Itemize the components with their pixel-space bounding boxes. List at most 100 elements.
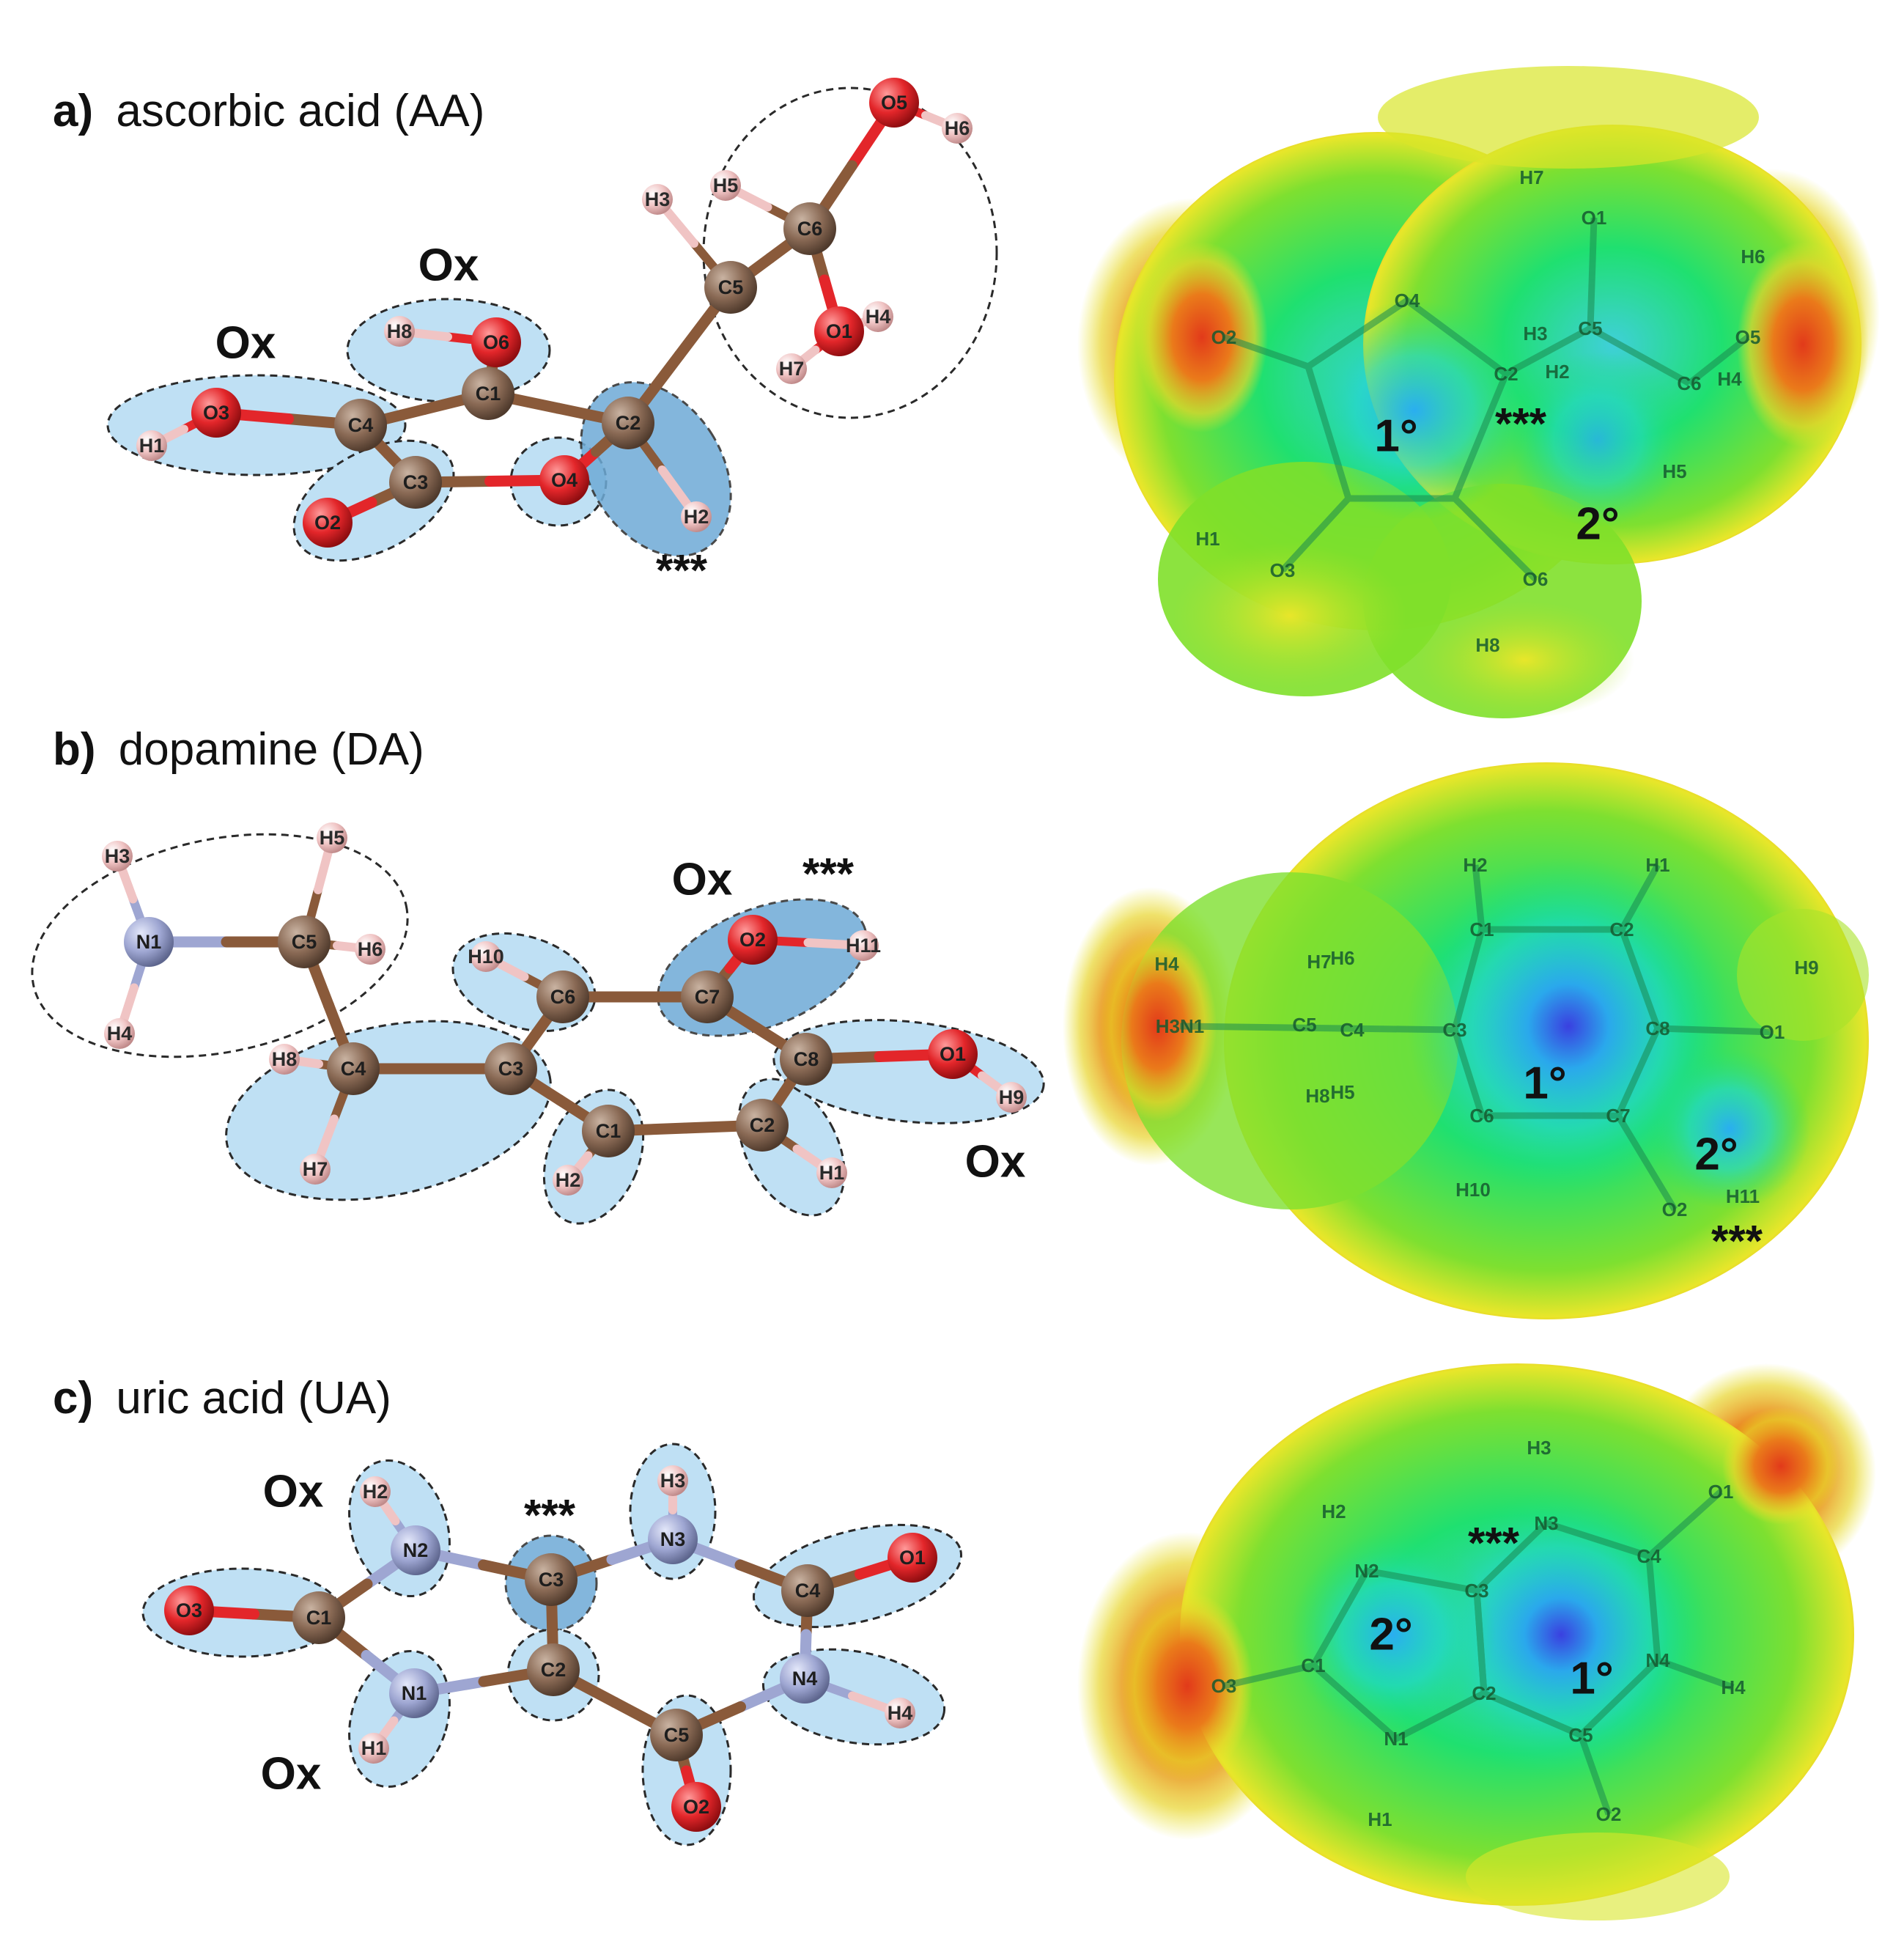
atom-label: O1: [940, 1043, 966, 1065]
atom-sphere: [553, 1165, 583, 1196]
atom-label: O1: [826, 320, 852, 342]
atom-c1: C1: [582, 1105, 635, 1157]
esp-atom-label: H2: [1321, 1500, 1346, 1522]
esp-atom-label: C7: [1606, 1105, 1630, 1127]
atom-sphere: [657, 1465, 688, 1496]
atom-sphere: [728, 915, 778, 965]
atom-label: C1: [476, 383, 501, 405]
esp-atom-label: H3: [1527, 1437, 1551, 1459]
esp-atom-label: C5: [1578, 317, 1602, 339]
atom-sphere: [681, 501, 712, 532]
atom-label: H4: [107, 1023, 133, 1045]
atom-sphere: [648, 1514, 698, 1564]
atom-label: C6: [797, 218, 823, 240]
esp-atom-label: H8: [1305, 1085, 1329, 1107]
oxidation-site-label: Ox: [215, 318, 276, 369]
atom-h11: H11: [846, 930, 881, 961]
oxidation-site-label: Ox: [418, 240, 479, 291]
atom-label: H4: [888, 1702, 913, 1724]
atom-o5: O5: [869, 78, 919, 128]
atom-h3: H3: [102, 841, 133, 872]
atom-label: C3: [403, 471, 429, 493]
atom-sphere: [164, 1585, 214, 1635]
atom-label: N3: [660, 1528, 686, 1550]
atom-h5: H5: [317, 822, 347, 853]
atom-h1: H1: [816, 1157, 847, 1188]
esp-atom-label: C4: [1340, 1019, 1365, 1041]
esp-atom-label: C3: [1442, 1019, 1466, 1041]
atom-sphere: [642, 184, 673, 215]
esp-atom-label: H4: [1154, 953, 1179, 975]
atom-sphere: [191, 388, 241, 438]
atom-label: C8: [794, 1048, 819, 1070]
atom-o2: O2: [728, 915, 778, 965]
atom-sphere: [391, 1525, 440, 1575]
esp-atom-label: C2: [1609, 918, 1634, 940]
atom-sphere: [278, 916, 331, 968]
atom-sphere: [869, 78, 919, 128]
atom-sphere: [300, 1154, 331, 1185]
atom-sphere: [525, 1553, 578, 1606]
atom-sphere: [776, 353, 807, 384]
atom-sphere: [780, 1033, 833, 1086]
atom-c6: C6: [536, 970, 589, 1023]
esp-atom-label: O5: [1735, 326, 1761, 348]
atom-sphere: [303, 498, 353, 548]
atom-label: N1: [136, 931, 162, 953]
atom-label: H5: [320, 827, 345, 849]
panel-b-title: b) dopamine (DA): [53, 724, 424, 775]
esp-atom-label: N2: [1354, 1560, 1379, 1582]
atom-label: O2: [683, 1796, 709, 1818]
esp-surface-aa: [1077, 66, 1880, 718]
esp-site-rank-label: 2°: [1694, 1130, 1738, 1180]
atom-c1: C1: [292, 1591, 345, 1644]
esp-atom-label: O2: [1211, 326, 1237, 348]
atom-c6: C6: [783, 202, 836, 255]
atom-o3: O3: [164, 1585, 214, 1635]
esp-atom-label: H10: [1455, 1179, 1491, 1201]
esp-site-rank-label: 1°: [1523, 1058, 1566, 1109]
atom-sphere: [355, 934, 385, 965]
oxidation-site-label: Ox: [965, 1137, 1026, 1187]
esp-atom-label: H2: [1545, 361, 1569, 383]
atom-h4: H4: [885, 1698, 915, 1728]
atom-h9: H9: [996, 1082, 1027, 1113]
atom-h5: H5: [710, 170, 741, 201]
panel-c-title: c) uric acid (UA): [53, 1373, 391, 1423]
atom-label: N2: [403, 1539, 429, 1561]
atom-sphere: [124, 917, 174, 967]
atom-label: C4: [341, 1058, 366, 1080]
atom-label: O2: [314, 512, 341, 534]
atom-label: H7: [303, 1158, 328, 1180]
esp-atom-label: H4: [1721, 1676, 1746, 1698]
atom-label: C6: [550, 986, 576, 1008]
atom-label: C4: [795, 1580, 821, 1602]
atom-sphere: [814, 306, 864, 356]
atom-h3: H3: [642, 184, 673, 215]
esp-atom-label: C8: [1645, 1017, 1669, 1039]
atom-label: C1: [306, 1607, 332, 1629]
esp-site-rank-label: 1°: [1374, 411, 1417, 462]
atom-n1: N1: [389, 1668, 439, 1718]
esp-atom-label: O4: [1395, 290, 1420, 312]
esp-atom-label: H2: [1463, 854, 1487, 876]
atom-c5: C5: [704, 261, 757, 314]
panel-a-letter: a): [53, 86, 93, 136]
esp-site-rank-label: 1°: [1570, 1654, 1613, 1704]
atom-h2: H2: [681, 501, 712, 532]
atom-sphere: [848, 930, 879, 961]
esp-active-site-marker: ***: [1711, 1217, 1763, 1266]
atom-o1: O1: [928, 1029, 978, 1079]
atom-sphere: [358, 1733, 389, 1764]
atom-h7: H7: [300, 1154, 331, 1185]
esp-atom-label: C1: [1301, 1654, 1325, 1676]
atom-sphere: [462, 367, 514, 420]
panel-b-regions: [31, 833, 1045, 1225]
atom-label: C5: [664, 1724, 690, 1746]
atom-h1: H1: [358, 1733, 389, 1764]
atom-sphere: [471, 941, 501, 972]
atom-sphere: [269, 1044, 300, 1075]
active-site-marker: ***: [524, 1491, 576, 1540]
atom-sphere: [736, 1099, 789, 1152]
atom-c4: C4: [327, 1042, 380, 1095]
